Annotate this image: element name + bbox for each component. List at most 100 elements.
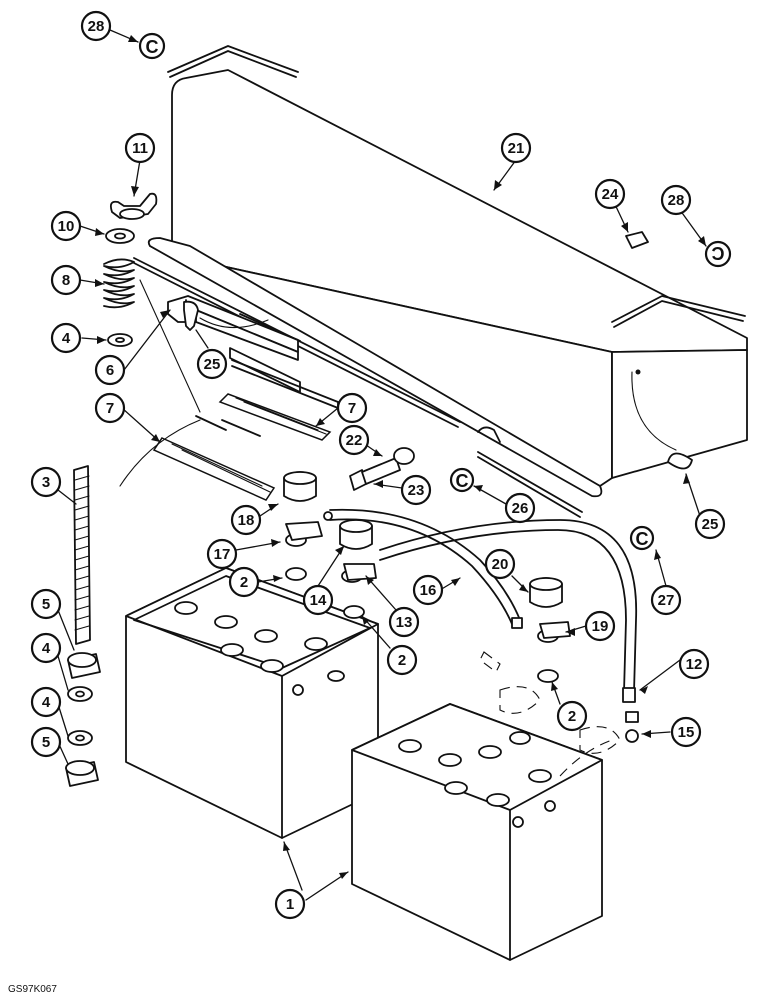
svg-text:28: 28 [668, 192, 685, 209]
callout-17: 17 [206, 538, 238, 570]
svg-text:2: 2 [240, 574, 248, 591]
callout-11: 11 [124, 132, 156, 164]
plug-25-right [667, 452, 693, 470]
svg-text:26: 26 [512, 500, 529, 517]
spacer-washers-2 [285, 567, 559, 745]
callout-21: 21 [500, 132, 532, 164]
svg-text:10: 10 [58, 218, 75, 235]
callout-22: 22 [338, 424, 370, 456]
terminal-cap-18 [283, 471, 317, 502]
callout-18: 18 [230, 504, 262, 536]
guide-arcs [119, 279, 677, 487]
clamp-pad-upper [218, 393, 332, 441]
bolt-22-23 [349, 447, 415, 491]
svg-text:7: 7 [106, 400, 114, 417]
callout-23: 23 [400, 474, 432, 506]
svg-text:18: 18 [238, 512, 255, 529]
nut-24 [625, 231, 649, 249]
cable-outline-faded [479, 651, 621, 777]
callout-3: 3 [30, 466, 62, 498]
svg-text:5: 5 [42, 734, 50, 751]
battery-right [351, 703, 603, 961]
svg-text:4: 4 [62, 330, 71, 347]
svg-text:7: 7 [348, 400, 356, 417]
svg-text:23: 23 [408, 482, 425, 499]
terminal-connector-13 [341, 563, 377, 583]
threaded-rod-3 [73, 465, 91, 645]
terminal-connector-19 [537, 621, 571, 643]
svg-text:13: 13 [396, 614, 413, 631]
callout-12: 12 [678, 648, 710, 680]
callout-8: 8 [50, 264, 82, 296]
clip-c-26: C [449, 467, 475, 493]
callout-1: 1 [274, 888, 306, 920]
callout-25-right: 25 [694, 508, 726, 540]
svg-text:C: C [146, 37, 159, 57]
svg-text:3: 3 [42, 474, 50, 491]
svg-text:4: 4 [42, 694, 51, 711]
nut-5-upper [67, 652, 101, 679]
spring-8 [103, 258, 135, 309]
callout-25-left: 25 [196, 348, 228, 380]
svg-text:4: 4 [42, 640, 51, 657]
callout-4-upper: 4 [50, 322, 82, 354]
washer-4-lower [67, 730, 93, 746]
svg-text:12: 12 [686, 656, 703, 673]
callout-16: 16 [412, 574, 444, 606]
nut-5-lower [65, 760, 99, 787]
callout-13: 13 [388, 606, 420, 638]
plug-25-left [183, 300, 199, 331]
leader-arrowheads [95, 35, 706, 879]
svg-text:8: 8 [62, 272, 70, 289]
svg-text:C: C [712, 243, 725, 263]
clip-c-27: C [629, 525, 655, 551]
svg-text:28: 28 [88, 18, 105, 35]
callout-5-lower: 5 [30, 726, 62, 758]
svg-text:20: 20 [492, 556, 509, 573]
svg-text:22: 22 [346, 432, 363, 449]
callout-19: 19 [584, 610, 616, 642]
callout-6: 6 [94, 354, 126, 386]
callout-10: 10 [50, 210, 82, 242]
svg-text:C: C [636, 529, 649, 549]
callout-4-middle: 4 [30, 632, 62, 664]
svg-text:25: 25 [702, 516, 719, 533]
svg-text:2: 2 [568, 708, 576, 725]
callout-27: 27 [650, 584, 682, 616]
svg-text:2: 2 [398, 652, 406, 669]
callout-4-lower: 4 [30, 686, 62, 718]
terminal-cap-14 [339, 519, 373, 550]
clip-c-28b: C [704, 240, 732, 268]
terminal-cap-20 [529, 577, 563, 608]
clip-c-28a: C [138, 32, 166, 60]
terminal-bolt-15 [625, 711, 639, 743]
retaining-rod-right [611, 295, 746, 328]
svg-text:5: 5 [42, 596, 50, 613]
terminal-connector-17 [285, 511, 333, 547]
callout-2-c: 2 [556, 700, 588, 732]
figure-code: GS97K067 [8, 984, 57, 995]
svg-text:16: 16 [420, 582, 437, 599]
battery-left [125, 567, 379, 839]
callout-24: 24 [594, 178, 626, 210]
svg-text:17: 17 [214, 546, 231, 563]
battery-cover [147, 69, 748, 498]
callout-2-a: 2 [228, 566, 260, 598]
clamp-pad-lower [152, 437, 276, 501]
svg-text:15: 15 [678, 724, 695, 741]
callout-15: 15 [670, 716, 702, 748]
wing-nut-11 [109, 192, 158, 220]
battery-cable-12 [379, 519, 638, 703]
callout-2-b: 2 [386, 644, 418, 676]
callout-26: 26 [504, 492, 536, 524]
battery-right-caps [398, 739, 556, 828]
callout-7-left: 7 [94, 392, 126, 424]
callout-28-top: 28 [80, 10, 112, 42]
svg-text:24: 24 [602, 186, 619, 203]
retaining-rod-top [167, 45, 299, 78]
svg-text:25: 25 [204, 356, 221, 373]
callout-20: 20 [484, 548, 516, 580]
callout-14: 14 [302, 584, 334, 616]
callout-28-right: 28 [660, 184, 692, 216]
washer-10 [105, 228, 135, 244]
